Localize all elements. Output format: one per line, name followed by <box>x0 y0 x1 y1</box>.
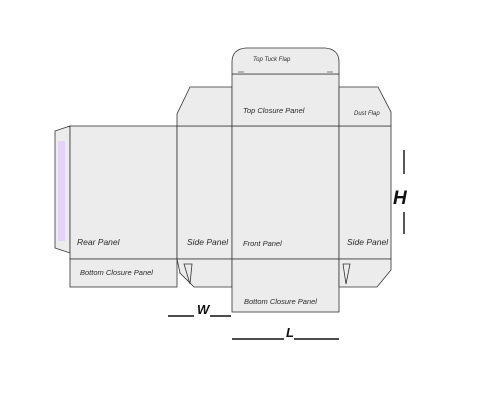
side-panel-right <box>338 125 392 260</box>
rear-panel <box>69 125 178 260</box>
bottom-dust-flap-left <box>176 258 233 288</box>
bottom-closure-panel-rear <box>69 258 178 288</box>
bottom-dust-flap-right-notch <box>342 263 351 285</box>
top-tuck-flap-label: Top Tuck Flap <box>253 57 291 63</box>
front-panel <box>231 125 340 260</box>
side-panel-right-label: Side Panel <box>347 237 389 247</box>
top-closure-panel <box>231 73 340 127</box>
rear-panel-label: Rear Panel <box>77 237 121 247</box>
bottom-closure-panel-front-label: Bottom Closure Panel <box>244 297 317 306</box>
bottom-dust-flap-right <box>338 258 392 288</box>
side-panel-left-label: Side Panel <box>187 237 229 247</box>
dust-flap-left <box>176 86 233 127</box>
width-dimension-label: W <box>197 302 211 317</box>
top-tuck-flap <box>231 47 340 75</box>
dust-flap-label: Dust Flap <box>354 111 380 117</box>
height-dimension-label: H <box>393 188 408 209</box>
dust-flap-right <box>338 86 392 127</box>
bottom-dust-flap-left-notch <box>183 263 193 285</box>
front-panel-label: Front Panel <box>243 239 282 248</box>
glue-strip <box>58 141 65 241</box>
bottom-closure-panel-rear-label: Bottom Closure Panel <box>80 268 153 277</box>
top-closure-panel-label: Top Closure Panel <box>243 106 305 115</box>
length-dimension-label: L <box>286 325 294 340</box>
bottom-closure-panel-front <box>231 258 340 313</box>
